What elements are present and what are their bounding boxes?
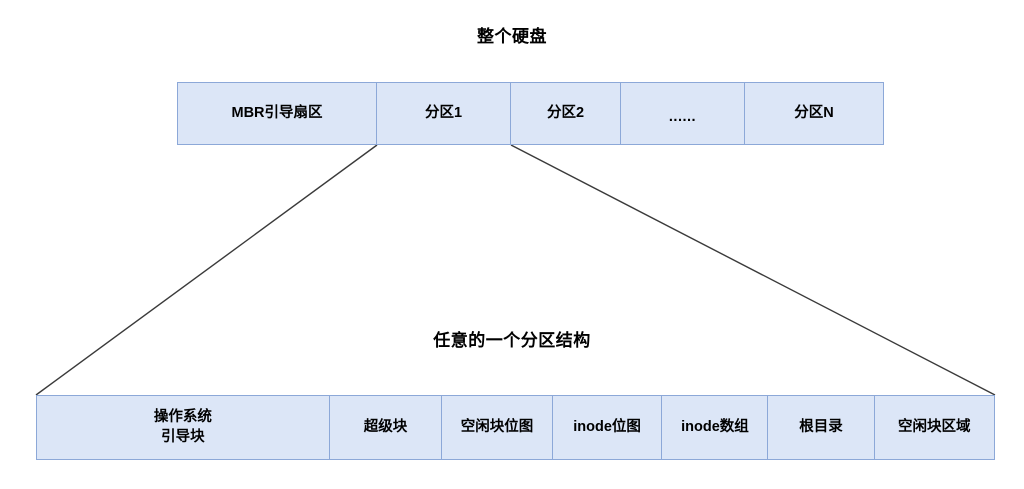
partition-cell-inode-bitmap: inode位图 [553,396,663,459]
partition-structure-title: 任意的一个分区结构 [433,331,591,350]
disk-cell-partition-2: 分区2 [511,83,621,144]
disk-cell-partition-n: 分区N [794,104,834,121]
disk-cell-mbr-boot-sector: MBR引导扇区 [178,83,377,144]
partition-cell-free-block-bitmap: 空闲块位图 [442,396,553,459]
partition-cell-free-block-area: 空闲块区域 [897,418,971,435]
disk-cell-partition-1: 分区1 [377,83,511,144]
partition-cell-inode-array: inode数组 [662,396,769,459]
partition-cell-root-directory: 根目录 [768,396,875,459]
left-expander-line [35,144,378,396]
disk-cell-ellipsis: ...... [621,83,745,144]
whole-disk-bar: MBR引导扇区 分区1 分区2 ...... 分区N [177,82,884,145]
partition-structure-bar: 操作系统 引导块 超级块 空闲块位图 inode位图 inode数组 根目录 空… [36,395,995,460]
whole-disk-title: 整个硬盘 [477,27,547,46]
partition-cell-os-boot-block: 操作系统 引导块 [37,396,330,459]
partition-cell-super-block: 超级块 [330,396,443,459]
right-expander-line [510,144,996,396]
